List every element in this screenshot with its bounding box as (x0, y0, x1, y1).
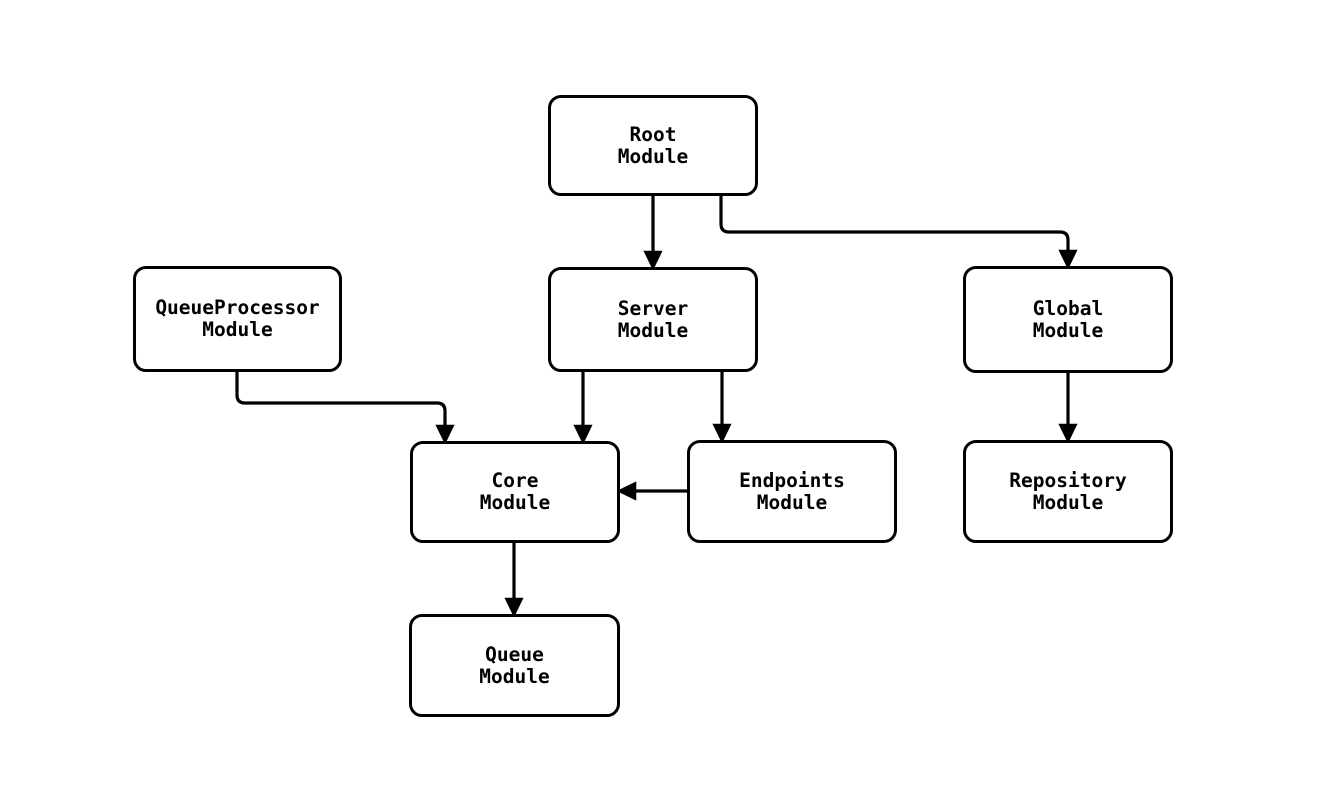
edge-root-global (719, 196, 1078, 270)
node-queue-module[interactable]: Queue Module (409, 614, 620, 717)
node-root-module-line1: Root (629, 122, 677, 146)
node-queue-module-line2: Module (479, 664, 550, 688)
edge-queueprocessor-core (235, 372, 455, 445)
node-repository-module-line1: Repository (1009, 468, 1127, 492)
node-endpoints-module[interactable]: Endpoints Module (687, 440, 897, 543)
node-server-module-line2: Module (617, 318, 689, 342)
node-root-module[interactable]: Root Module (548, 95, 758, 196)
node-queueprocessor-module-line1: QueueProcessor (155, 296, 320, 319)
node-core-module-line1: Core (491, 469, 539, 492)
node-root-module-line2: Module (617, 144, 689, 168)
node-server-module-line1: Server (617, 296, 689, 320)
node-endpoints-module-line1: Endpoints (739, 468, 845, 492)
node-global-module-line2: Module (1032, 318, 1104, 342)
node-repository-module[interactable]: Repository Module (963, 440, 1173, 543)
node-queueprocessor-module[interactable]: QueueProcessor Module (133, 266, 342, 372)
node-queueprocessor-module-line2: Module (202, 318, 273, 341)
node-server-module[interactable]: Server Module (548, 267, 758, 372)
node-core-module-line2: Module (479, 491, 551, 514)
node-queue-module-line1: Queue (485, 642, 544, 666)
node-global-module-line1: Global (1032, 296, 1104, 320)
node-global-module[interactable]: Global Module (963, 266, 1173, 373)
node-endpoints-module-line2: Module (756, 490, 828, 514)
node-repository-module-line2: Module (1032, 490, 1104, 514)
node-core-module[interactable]: Core Module (410, 441, 620, 543)
